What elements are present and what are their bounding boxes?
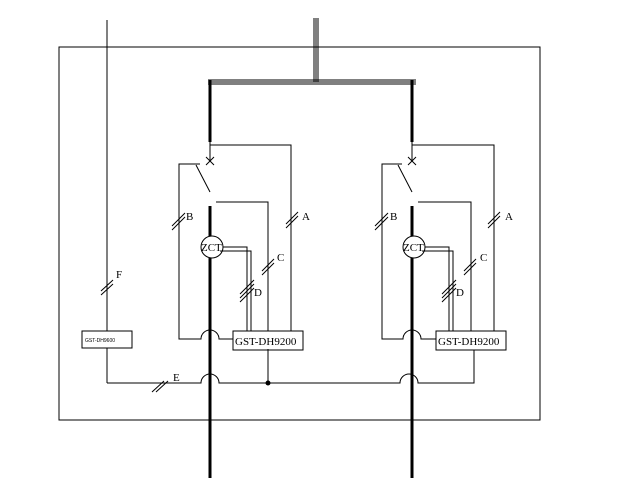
right-label-c: C — [480, 252, 487, 264]
left-zct-label: ZCT — [201, 242, 222, 254]
right-label-a: A — [505, 211, 513, 223]
right-breaker — [397, 142, 417, 193]
controller-label: GST-DH9600 — [85, 338, 115, 344]
right-label-d: D — [456, 287, 464, 299]
wire-e — [107, 349, 475, 393]
right-zct-label: ZCT — [403, 242, 424, 254]
label-e: E — [173, 372, 180, 384]
label-f: F — [116, 269, 122, 281]
left-unit — [171, 142, 304, 478]
left-module-label: GST-DH9200 — [235, 336, 297, 348]
left-module-box — [232, 330, 304, 351]
controller-box — [81, 330, 133, 349]
left-label-c: C — [277, 252, 284, 264]
wire-f — [100, 20, 114, 383]
right-module-label: GST-DH9200 — [438, 336, 500, 348]
left-breaker — [195, 142, 215, 193]
left-label-a: A — [302, 211, 310, 223]
enclosure-frame — [58, 46, 541, 421]
right-unit — [374, 142, 507, 478]
left-label-b: B — [186, 211, 193, 223]
right-label-b: B — [390, 211, 397, 223]
main-bus — [208, 18, 416, 142]
right-module-box — [435, 330, 507, 351]
left-label-d: D — [254, 287, 262, 299]
